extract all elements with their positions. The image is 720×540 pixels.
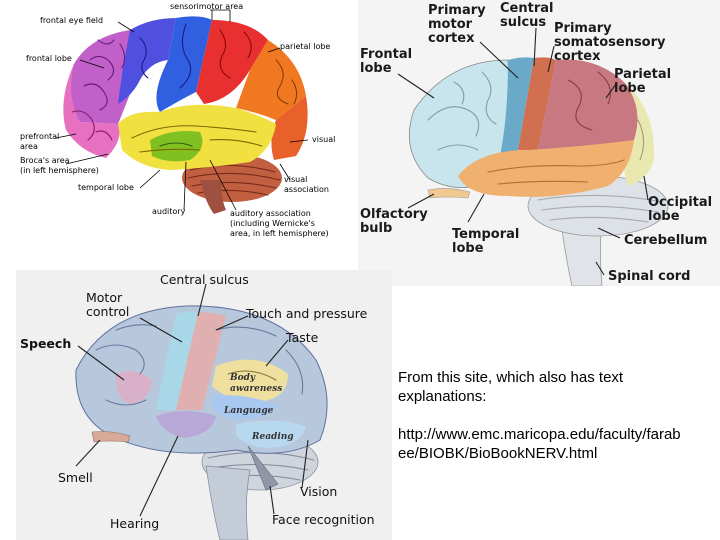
label-primary-motor-line2: motor [428, 17, 473, 32]
label-somatosensory-line1: Primary [554, 21, 612, 36]
frontal-eye-field-region [118, 18, 176, 104]
label-central-line1: Central [500, 1, 553, 16]
label-body-awareness-line1: Body [229, 373, 256, 383]
label-spinal-cord: Spinal cord [608, 269, 691, 284]
language-region [212, 395, 278, 420]
label-somatosensory-line2: somatosensory [554, 35, 666, 50]
visual-region [271, 96, 308, 160]
label-reading: Reading [251, 432, 294, 442]
label-sensorimotor-area: sensorimotor area [170, 2, 243, 11]
functional-areas-brain-diagram: Central sulcus Motor control Touch and p… [16, 270, 392, 540]
label-prefrontal-line2: area [20, 142, 38, 151]
parietal-region [236, 40, 306, 120]
label-face-recognition: Face recognition [272, 512, 375, 527]
labelled-lobes-brain-diagram: Frontal lobe Primary motor cortex Centra… [358, 0, 720, 286]
label-primary-motor-line3: cortex [428, 31, 475, 46]
prefrontal-region [63, 64, 120, 158]
label-central-line2: sulcus [500, 15, 546, 30]
label-auditory-association-line2: (including Wernicke's [230, 219, 315, 228]
label-auditory-association-line3: area, in left hemisphere) [230, 229, 329, 238]
label-taste: Taste [285, 330, 319, 345]
parietal-lobe-region [538, 59, 638, 150]
label-occipital-line2: lobe [648, 209, 680, 224]
label-frontal-line1: Frontal [360, 47, 412, 62]
source-caption: From this site, which also has text expl… [398, 368, 688, 463]
label-language: Language [223, 406, 274, 416]
label-frontal-lobe: frontal lobe [26, 54, 72, 63]
caption-text: From this site, which also has text expl… [398, 369, 624, 405]
label-parietal-line2: lobe [614, 81, 646, 96]
label-central-sulcus: Central sulcus [160, 272, 249, 287]
functional-areas-brain-svg: Central sulcus Motor control Touch and p… [16, 270, 392, 540]
label-somatosensory-line3: cortex [554, 49, 601, 64]
label-cerebellum: Cerebellum [624, 233, 707, 248]
label-motor-line1: Motor [86, 290, 123, 305]
auditory-region [150, 131, 203, 162]
hearing-region [156, 411, 216, 438]
label-motor-line2: control [86, 304, 129, 319]
temporal-lobe-region [458, 140, 634, 197]
label-temporal-line1: Temporal [452, 227, 519, 242]
label-parietal-lobe: parietal lobe [280, 42, 330, 51]
label-body-awareness-line2: awareness [230, 384, 282, 394]
label-temporal-lobe: temporal lobe [78, 183, 134, 192]
colored-lobes-brain-diagram: frontal eye field sensorimotor area pari… [0, 0, 358, 268]
label-speech: Speech [20, 336, 71, 351]
speech-region [115, 371, 152, 404]
reading-region [236, 420, 306, 448]
label-olfactory-line1: Olfactory [360, 207, 428, 222]
label-hearing: Hearing [110, 516, 159, 531]
label-frontal-eye-field: frontal eye field [40, 16, 103, 25]
label-frontal-line2: lobe [360, 61, 392, 76]
label-visual-association-line1: visual [284, 175, 307, 184]
body-awareness-region [212, 359, 288, 402]
motor-strip-region [156, 16, 212, 112]
label-auditory: auditory [152, 207, 186, 216]
label-brocas-line2: (in left hemisphere) [20, 166, 99, 175]
primary-motor-cortex-region [496, 57, 534, 173]
label-temporal-line2: lobe [452, 241, 484, 256]
label-smell: Smell [58, 470, 93, 485]
label-prefrontal-line1: prefrontal [20, 132, 59, 141]
label-visual-association-line2: association [284, 185, 329, 194]
touch-pressure-region [176, 312, 226, 410]
colored-lobes-brain-svg: frontal eye field sensorimotor area pari… [20, 2, 335, 238]
motor-control-region [156, 311, 198, 410]
occipital-lobe-region [624, 84, 655, 186]
label-touch-pressure: Touch and pressure [245, 306, 368, 321]
label-auditory-association-line1: auditory association [230, 209, 311, 218]
label-olfactory-line2: bulb [360, 221, 392, 236]
label-parietal-line1: Parietal [614, 67, 671, 82]
primary-somatosensory-region [518, 57, 556, 151]
labelled-lobes-brain-svg: Frontal lobe Primary motor cortex Centra… [358, 0, 720, 286]
source-url-link[interactable]: http://www.emc.maricopa.edu/faculty/fara… [398, 426, 681, 462]
label-primary-motor-line1: Primary [428, 3, 486, 18]
label-occipital-line1: Occipital [648, 195, 712, 210]
label-vision: Vision [300, 484, 337, 499]
label-visual: visual [312, 135, 335, 144]
label-brocas-line1: Broca's area [20, 156, 70, 165]
